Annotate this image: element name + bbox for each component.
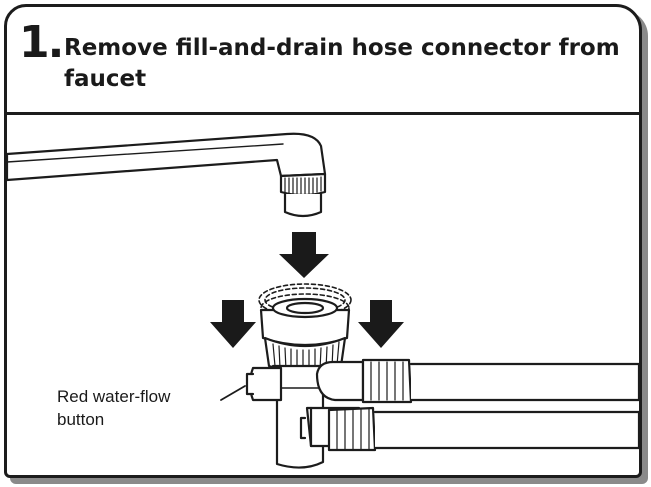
hose-connector-cap <box>259 297 351 374</box>
upper-hose <box>361 358 639 404</box>
step-number: 1. <box>19 17 64 68</box>
lower-hose <box>327 406 639 452</box>
arrow-down-icon <box>358 300 404 348</box>
instruction-panel: 1. Remove fill-and-drain hose connector … <box>4 4 642 478</box>
faucet-spout <box>7 132 327 218</box>
red-water-flow-button <box>248 366 283 402</box>
arrow-down-icon <box>279 232 329 278</box>
callout-leader <box>220 385 246 401</box>
faucet-illustration <box>7 132 639 469</box>
step-title: Remove fill-and-drain hose connector fro… <box>64 35 620 92</box>
arrow-down-icon <box>210 300 256 348</box>
step-header: 1. Remove fill-and-drain hose connector … <box>7 7 639 115</box>
callout-label: Red water-flow button <box>57 387 171 429</box>
